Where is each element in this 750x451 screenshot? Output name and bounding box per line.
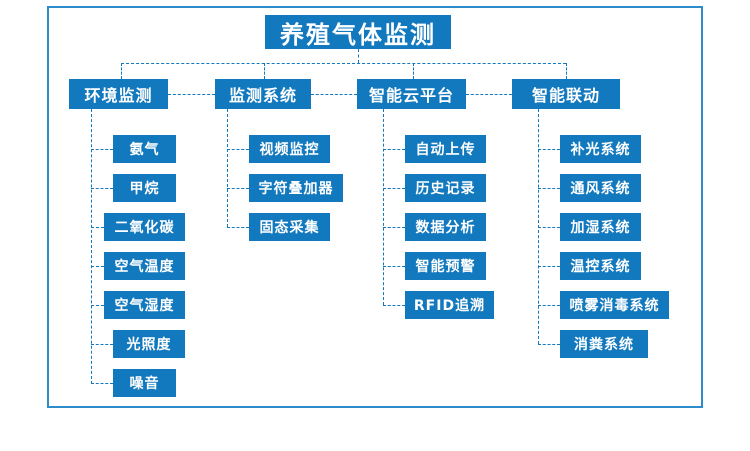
leaf-node-ammonia[interactable]: 氨气 bbox=[113, 135, 176, 163]
leaf-node-air-humidity[interactable]: 空气湿度 bbox=[104, 291, 185, 319]
branch-node-smart-linkage[interactable]: 智能联动 bbox=[512, 79, 620, 109]
connector-leaf-1-0 bbox=[227, 149, 249, 150]
leaf-node-smart-alarm[interactable]: 智能预警 bbox=[405, 252, 486, 280]
leaf-node-data-analysis[interactable]: 数据分析 bbox=[405, 213, 486, 241]
connector-leaf-0-0 bbox=[91, 149, 113, 150]
connector-leaf-1-2 bbox=[227, 227, 249, 228]
connector-root-stem bbox=[358, 49, 359, 63]
leaf-node-history-records[interactable]: 历史记录 bbox=[405, 174, 486, 202]
connector-leaf-0-2 bbox=[91, 227, 104, 228]
diagram-frame bbox=[47, 6, 703, 408]
connector-leaf-2-3 bbox=[383, 266, 405, 267]
leaf-node-noise[interactable]: 噪音 bbox=[113, 369, 176, 397]
connector-leaf-3-2 bbox=[538, 227, 560, 228]
leaf-node-character-overlay[interactable]: 字符叠加器 bbox=[249, 174, 343, 202]
connector-leaf-0-4 bbox=[91, 305, 104, 306]
leaf-node-ventilation-system[interactable]: 通风系统 bbox=[560, 174, 641, 202]
connector-leaf-3-3 bbox=[538, 266, 560, 267]
connector-leaf-3-0 bbox=[538, 149, 560, 150]
leaf-node-spray-disinfection-system[interactable]: 喷雾消毒系统 bbox=[560, 291, 669, 319]
root-node-breeding-gas-monitoring[interactable]: 养殖气体监测 bbox=[265, 15, 451, 49]
leaf-node-rfid-traceability[interactable]: RFID追溯 bbox=[405, 291, 494, 319]
leaf-node-solid-state-collection[interactable]: 固态采集 bbox=[249, 213, 330, 241]
connector-leaf-2-4 bbox=[383, 305, 405, 306]
leaf-node-manure-removal-system[interactable]: 消粪系统 bbox=[560, 330, 648, 358]
connector-leaf-0-3 bbox=[91, 266, 104, 267]
branch-node-smart-cloud-platform[interactable]: 智能云平台 bbox=[357, 79, 466, 109]
connector-sibling-1-2 bbox=[311, 94, 357, 95]
leaf-node-illuminance[interactable]: 光照度 bbox=[113, 330, 185, 358]
leaf-node-humidification-system[interactable]: 加湿系统 bbox=[560, 213, 641, 241]
connector-drop-branch-2 bbox=[413, 63, 414, 79]
connector-level2-bus bbox=[121, 63, 566, 64]
leaf-node-carbon-dioxide[interactable]: 二氧化碳 bbox=[104, 213, 185, 241]
connector-leaf-0-5 bbox=[91, 344, 113, 345]
connector-sibling-2-3 bbox=[466, 94, 512, 95]
connector-leaf-0-1 bbox=[91, 188, 113, 189]
connector-leaf-3-4 bbox=[538, 305, 560, 306]
connector-trunk-branch-3 bbox=[538, 109, 539, 344]
branch-node-monitoring-system[interactable]: 监测系统 bbox=[215, 79, 311, 109]
leaf-node-auto-upload[interactable]: 自动上传 bbox=[405, 135, 486, 163]
connector-trunk-branch-2 bbox=[383, 109, 384, 305]
connector-leaf-2-0 bbox=[383, 149, 405, 150]
connector-leaf-3-1 bbox=[538, 188, 560, 189]
leaf-node-methane[interactable]: 甲烷 bbox=[113, 174, 176, 202]
leaf-node-temperature-control-system[interactable]: 温控系统 bbox=[560, 252, 641, 280]
leaf-node-air-temperature[interactable]: 空气温度 bbox=[104, 252, 185, 280]
connector-sibling-0-1 bbox=[168, 94, 215, 95]
connector-drop-branch-1 bbox=[264, 63, 265, 79]
connector-leaf-0-6 bbox=[91, 383, 113, 384]
connector-drop-branch-3 bbox=[566, 63, 567, 79]
connector-leaf-2-2 bbox=[383, 227, 405, 228]
branch-node-environment-monitoring[interactable]: 环境监测 bbox=[69, 79, 168, 109]
leaf-node-video-surveillance[interactable]: 视频监控 bbox=[249, 135, 330, 163]
connector-leaf-2-1 bbox=[383, 188, 405, 189]
connector-leaf-1-1 bbox=[227, 188, 249, 189]
connector-trunk-branch-1 bbox=[227, 109, 228, 227]
connector-leaf-3-5 bbox=[538, 344, 560, 345]
connector-trunk-branch-0 bbox=[91, 109, 92, 384]
connector-drop-branch-0 bbox=[121, 63, 122, 79]
leaf-node-supplemental-lighting-system[interactable]: 补光系统 bbox=[560, 135, 641, 163]
